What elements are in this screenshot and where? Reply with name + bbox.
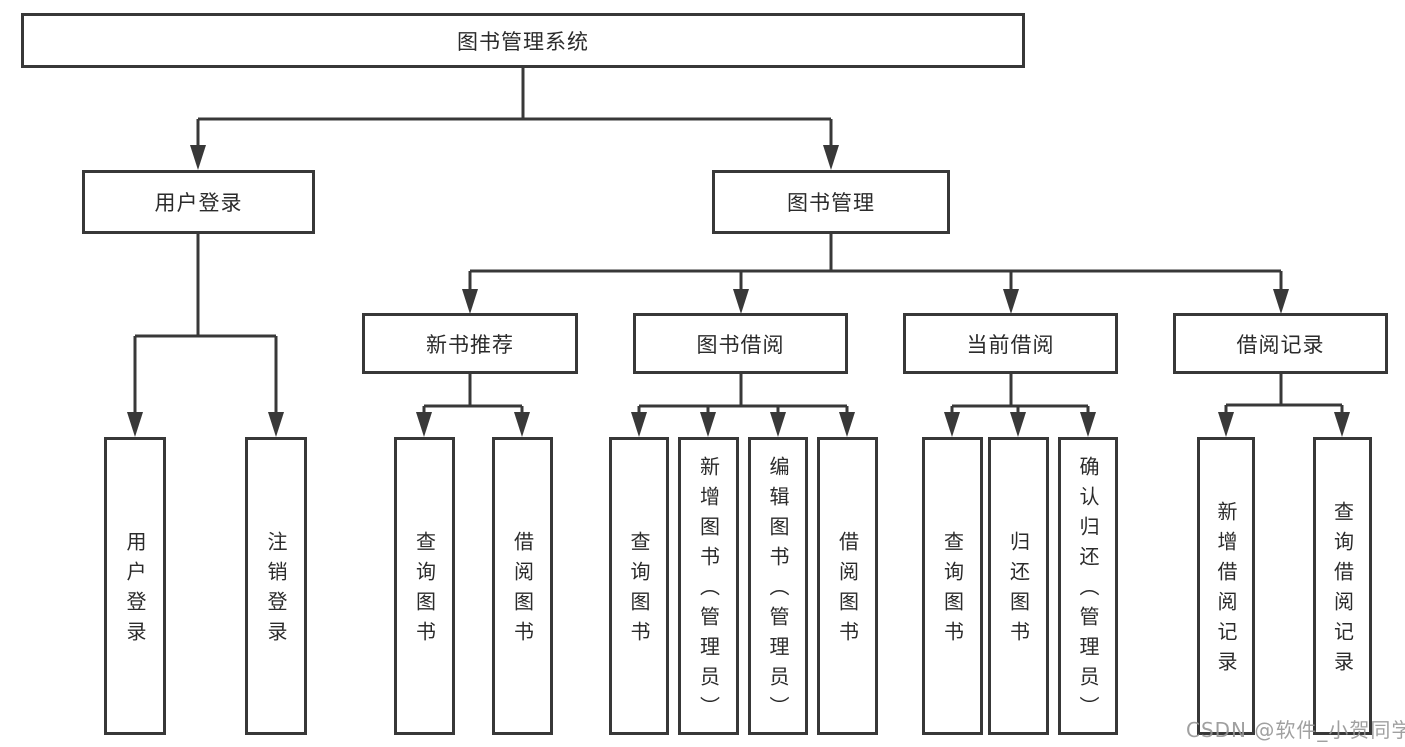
leaf-add-book-admin: 新增图书（管理员）	[678, 437, 739, 735]
leaf-edit-book-admin: 编辑图书（管理员）	[748, 437, 808, 735]
leaf-confirm-return-admin: 确认归还（管理员）	[1058, 437, 1118, 735]
leaf-add-borrow-record: 新增借阅记录	[1197, 437, 1255, 735]
node-user-login: 用户登录	[82, 170, 315, 234]
leaf-borrow-book-borrowing: 借阅图书	[817, 437, 878, 735]
leaf-query-book-recommendation: 查询图书	[394, 437, 455, 735]
node-root: 图书管理系统	[21, 13, 1025, 68]
leaf-user-login: 用户登录	[104, 437, 166, 735]
leaf-logout: 注销登录	[245, 437, 307, 735]
node-borrowing-records: 借阅记录	[1173, 313, 1388, 374]
node-current-borrowing: 当前借阅	[903, 313, 1118, 374]
leaf-query-borrow-record: 查询借阅记录	[1313, 437, 1372, 735]
leaf-borrow-book-recommendation: 借阅图书	[492, 437, 553, 735]
node-new-book-recommendation: 新书推荐	[362, 313, 578, 374]
leaf-query-book-borrowing: 查询图书	[609, 437, 669, 735]
csdn-watermark: CSDN @软件_小贺同学	[1186, 718, 1405, 742]
node-book-borrowing: 图书借阅	[633, 313, 848, 374]
node-book-management: 图书管理	[712, 170, 950, 234]
leaf-return-book: 归还图书	[988, 437, 1049, 735]
leaf-query-book-current: 查询图书	[922, 437, 983, 735]
